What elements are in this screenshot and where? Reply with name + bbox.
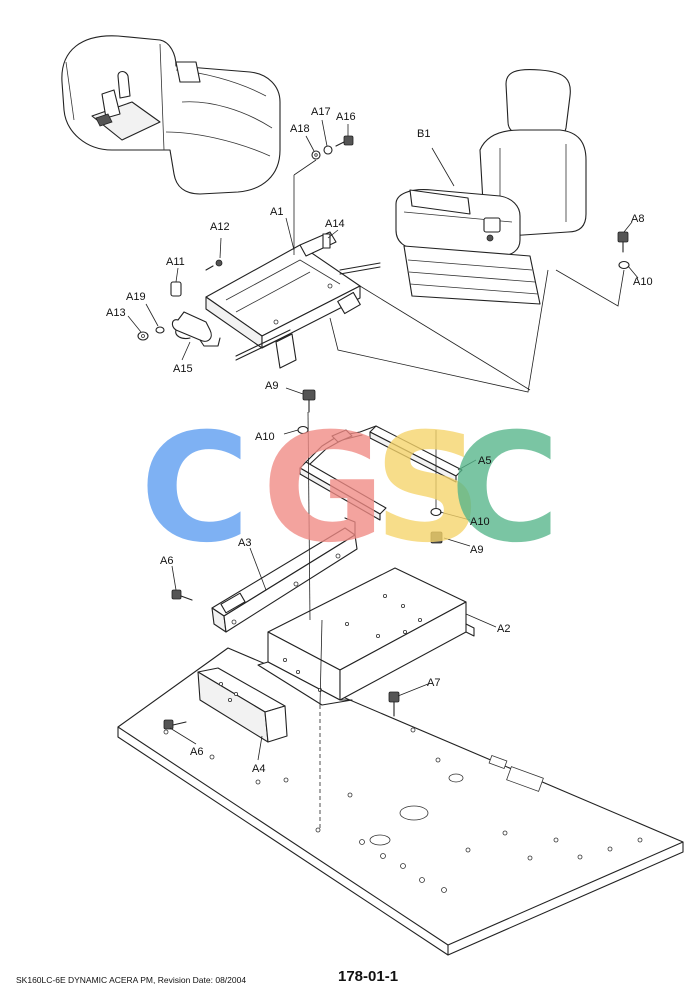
- label-a11: A11: [166, 256, 185, 268]
- part-a5-slide-rails: [299, 425, 463, 521]
- label-b1: B1: [417, 128, 430, 140]
- part-a6-bolt-bottom: [163, 719, 187, 730]
- label-a2: A2: [497, 623, 510, 635]
- part-a9-bolt-bottom: [430, 531, 443, 544]
- part-a12-bolt: [205, 259, 223, 271]
- label-a3: A3: [238, 537, 251, 549]
- inset-cab-view: [61, 35, 281, 195]
- label-a5: A5: [478, 455, 491, 467]
- label-a10-right: A10: [633, 276, 653, 288]
- part-b1-seat: [395, 68, 587, 305]
- label-a16: A16: [336, 111, 356, 123]
- watermark-letter-c2: C: [450, 402, 560, 576]
- label-a10-lower: A10: [470, 516, 490, 528]
- model-revision-text: SK160LC-6E DYNAMIC ACERA PM, Revision Da…: [16, 975, 247, 985]
- label-a6-left: A6: [160, 555, 173, 567]
- part-a9-bolt-top: [302, 389, 316, 413]
- part-a18-washer: [311, 150, 321, 160]
- cgsc-watermark: C G S C: [140, 402, 560, 576]
- label-a4: A4: [252, 763, 265, 775]
- label-a14: A14: [325, 218, 345, 230]
- part-a11-bushing: [170, 281, 182, 297]
- label-a12: A12: [210, 221, 230, 233]
- part-a2-box: [257, 567, 475, 706]
- label-a9-bottom: A9: [470, 544, 483, 556]
- part-a17-washer: [323, 145, 333, 155]
- label-a7: A7: [427, 677, 440, 689]
- label-a19: A19: [126, 291, 146, 303]
- label-a18: A18: [290, 123, 310, 135]
- part-a16-bolt: [335, 135, 354, 147]
- part-a15-handle: [171, 311, 221, 347]
- label-a15: A15: [173, 363, 193, 375]
- part-a4-cover: [197, 667, 288, 743]
- label-a9-top: A9: [265, 380, 278, 392]
- part-a1-seat-frame: [205, 231, 381, 369]
- part-labels: A1 A2 A3 A4 A5 A6 A6 A7 A8 A9 A9 A10 A10…: [106, 106, 653, 775]
- watermark-letter-c1: C: [140, 402, 250, 576]
- label-a6-bottom: A6: [190, 746, 203, 758]
- label-a13: A13: [106, 307, 126, 319]
- leader-lines: [127, 119, 639, 830]
- label-a10-mid: A10: [255, 431, 275, 443]
- watermark-letter-g: G: [262, 402, 385, 576]
- watermark-letter-s: S: [374, 402, 482, 576]
- part-a3-side-rail: [211, 517, 358, 633]
- label-a17: A17: [311, 106, 331, 118]
- part-a7-bolt: [388, 691, 400, 717]
- part-a10-washer-right: [618, 260, 630, 270]
- page-number: 178-01-1: [338, 968, 399, 985]
- part-a8-bolt: [617, 231, 629, 253]
- label-a1: A1: [270, 206, 283, 218]
- part-a13-nut: [137, 331, 149, 341]
- part-a19-washer: [155, 326, 165, 334]
- label-a8: A8: [631, 213, 644, 225]
- part-a14-plate: [322, 233, 331, 249]
- part-a6-bolt-left: [171, 589, 193, 601]
